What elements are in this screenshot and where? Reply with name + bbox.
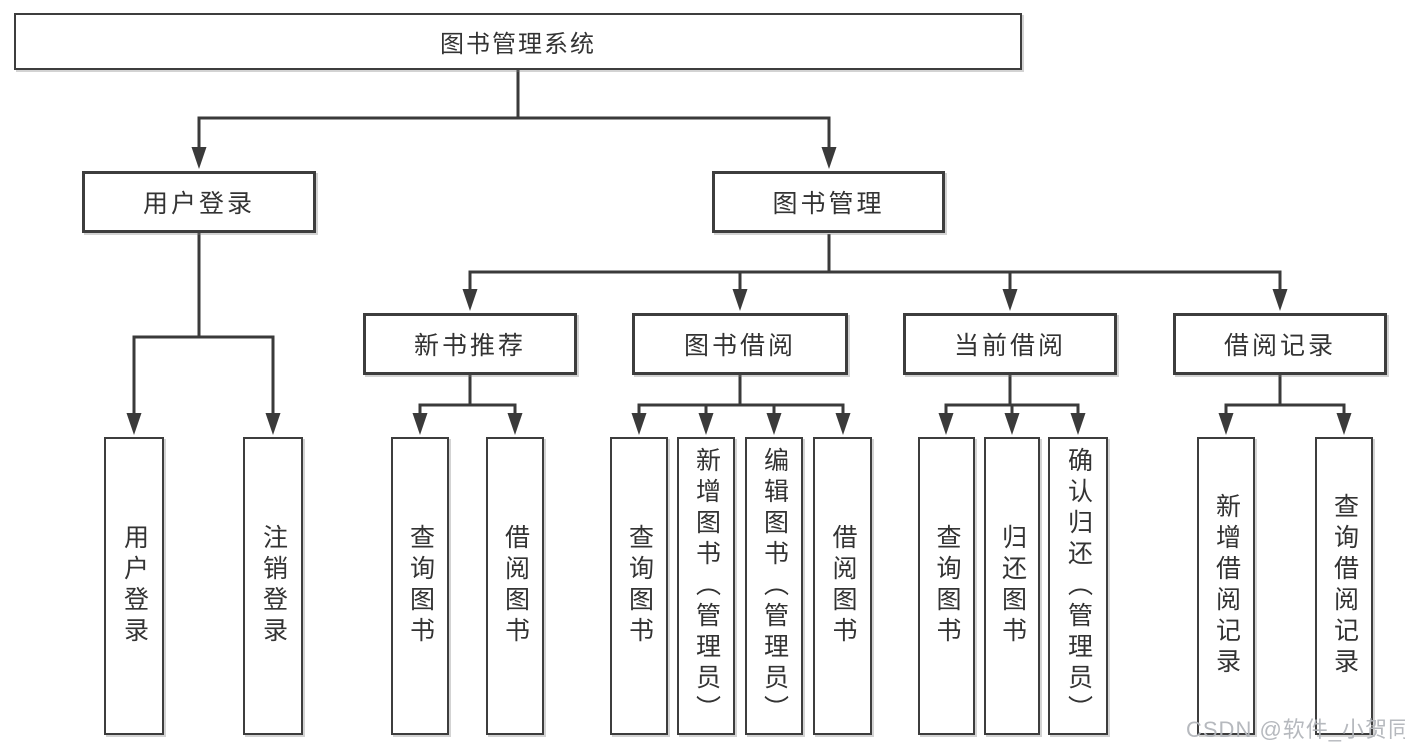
- leaf-borrow-books: 借阅图书: [813, 437, 872, 735]
- node-label: 图书管理系统: [440, 31, 596, 58]
- leaf-label: 注销登录: [259, 524, 288, 648]
- node-book-borrowing: 图书借阅: [632, 313, 848, 375]
- leaf-label: 用户登录: [120, 524, 149, 648]
- leaf-add-borrow-record: 新增借阅记录: [1197, 437, 1255, 735]
- leaf-query-books-current: 查询图书: [918, 437, 975, 735]
- leaf-query-books-recommend: 查询图书: [391, 437, 449, 735]
- leaf-label: 查询图书: [406, 524, 435, 648]
- node-library-management-system: 图书管理系统: [14, 13, 1022, 70]
- node-new-book-recommendation: 新书推荐: [363, 313, 577, 375]
- node-label: 图书借阅: [683, 332, 796, 360]
- leaf-label: 借阅图书: [829, 524, 857, 648]
- leaf-edit-books-admin: 编辑图书（管理员）: [745, 437, 803, 735]
- leaf-label: 新增借阅记录: [1212, 493, 1241, 679]
- leaf-label: 查询图书: [625, 524, 654, 648]
- node-label: 当前借阅: [953, 332, 1066, 360]
- leaf-label: 编辑图书（管理员）: [760, 446, 789, 726]
- leaf-confirm-return-admin: 确认归还（管理员）: [1048, 437, 1108, 735]
- node-borrowing-records: 借阅记录: [1173, 313, 1387, 375]
- leaf-return-books: 归还图书: [984, 437, 1040, 735]
- node-label: 新书推荐: [413, 332, 526, 360]
- node-label: 图书管理: [772, 190, 885, 218]
- leaf-label: 归还图书: [998, 524, 1027, 648]
- leaf-add-books-admin: 新增图书（管理员）: [677, 437, 735, 735]
- leaf-user-login: 用户登录: [104, 437, 164, 735]
- leaf-label: 查询借阅记录: [1330, 493, 1359, 679]
- node-label: 借阅记录: [1223, 332, 1336, 360]
- node-book-management: 图书管理: [712, 171, 945, 233]
- leaf-label: 新增图书（管理员）: [692, 446, 721, 726]
- leaf-label: 借阅图书: [501, 524, 530, 648]
- csdn-watermark: CSDN @软件_小贺同学: [1186, 717, 1405, 742]
- node-label: 用户登录: [142, 190, 255, 218]
- node-current-borrowing: 当前借阅: [903, 313, 1117, 375]
- leaf-logout: 注销登录: [243, 437, 303, 735]
- leaf-query-books-borrow: 查询图书: [610, 437, 668, 735]
- arrowhead-icons: [126, 147, 1352, 435]
- leaf-borrow-books-recommend: 借阅图书: [486, 437, 544, 735]
- leaf-label: 确认归还（管理员）: [1064, 446, 1093, 726]
- leaf-label: 查询图书: [933, 524, 961, 648]
- node-user-login: 用户登录: [82, 171, 316, 233]
- leaf-query-borrow-record: 查询借阅记录: [1315, 437, 1373, 735]
